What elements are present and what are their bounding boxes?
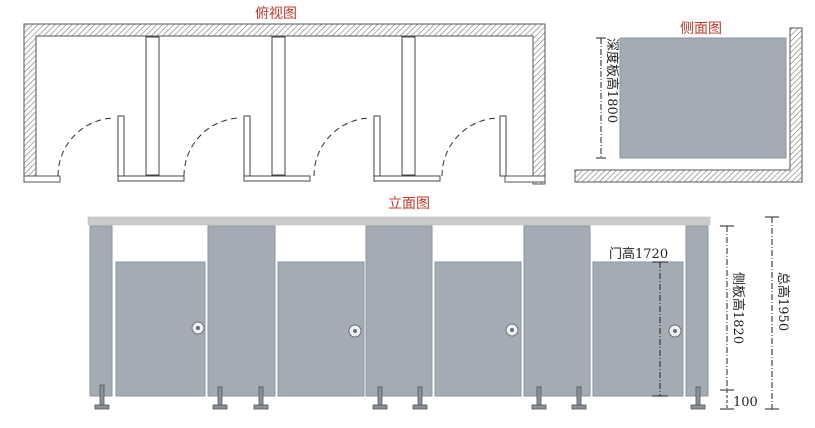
top-view-wall-stub xyxy=(504,175,546,183)
side-panel-dimension-line xyxy=(720,225,734,410)
pilaster-4 xyxy=(523,225,591,397)
top-view xyxy=(23,23,546,185)
side-view-title: 侧面图 xyxy=(680,21,722,37)
front-view-title: 立面图 xyxy=(388,196,430,212)
top-view-wall-stub xyxy=(23,175,61,183)
support-foot-icon xyxy=(690,386,706,410)
side-view-wall xyxy=(574,27,803,183)
top-view-partitions xyxy=(117,36,507,182)
door-handle-icon xyxy=(191,321,205,335)
support-foot-icon xyxy=(412,386,428,410)
support-feet xyxy=(94,384,706,410)
door-4 xyxy=(592,261,684,397)
support-foot-icon xyxy=(531,386,547,410)
foot-height-label: 100 xyxy=(733,395,758,410)
top-view-title: 俯视图 xyxy=(255,6,297,22)
door-handle-icon xyxy=(348,324,362,338)
depth-panel-dimension: 深度板高1800 xyxy=(604,38,620,123)
side-panel-height-label: 侧板高1820 xyxy=(730,272,746,344)
side-view-panel xyxy=(619,37,787,159)
side-view xyxy=(574,27,803,183)
partition-3 xyxy=(401,36,416,176)
pilaster-3 xyxy=(365,225,433,397)
support-foot-icon xyxy=(212,386,228,410)
door-1 xyxy=(115,261,206,397)
partition-1 xyxy=(145,36,160,176)
total-height-label: 总高1950 xyxy=(775,272,791,331)
support-foot-icon xyxy=(571,386,587,410)
front-view xyxy=(87,216,779,410)
pilaster-1 xyxy=(89,225,113,397)
door-swing-arcs xyxy=(57,117,497,177)
support-foot-icon xyxy=(94,384,110,410)
top-rail xyxy=(87,216,711,226)
door-height-label: 门高1720 xyxy=(609,246,668,262)
partition-2 xyxy=(271,36,286,176)
door-handles xyxy=(191,321,682,338)
total-height-dimension-line xyxy=(765,216,779,410)
support-foot-icon xyxy=(253,386,269,410)
pilasters xyxy=(89,225,709,397)
support-foot-icon xyxy=(372,386,388,410)
door-handle-icon xyxy=(505,323,519,337)
pilaster-2 xyxy=(207,225,276,397)
pilaster-5 xyxy=(685,225,709,397)
door-height-dimension-line xyxy=(652,261,668,397)
door-handle-icon xyxy=(668,324,682,338)
